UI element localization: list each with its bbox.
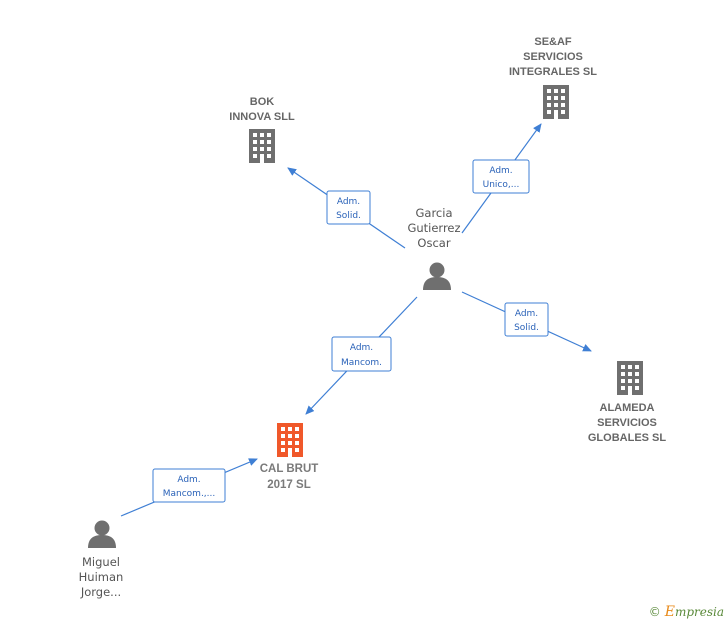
node-label-line: Miguel — [82, 555, 120, 569]
relation-label-line: Adm. — [177, 475, 200, 485]
node-label-line: 2017 SL — [267, 479, 310, 491]
relation-label-line: Mancom.,... — [163, 489, 216, 499]
node-label-line: GLOBALES SL — [588, 432, 667, 444]
relation-label-calbrut-miguel[interactable]: Adm. Mancom.,... — [152, 468, 226, 503]
node-label-line: Garcia — [416, 206, 453, 220]
brand-initial: E — [664, 604, 675, 620]
person-icon — [88, 520, 116, 548]
node-bok-innova[interactable]: BOK INNOVA SLL — [229, 96, 295, 163]
node-label-line: Jorge... — [80, 585, 121, 599]
node-label-line: INNOVA SLL — [229, 111, 295, 123]
relation-label-line: Unico,... — [483, 180, 520, 190]
node-miguel-huiman[interactable]: Miguel Huiman Jorge... — [79, 520, 124, 600]
relation-label-line: Mancom. — [341, 358, 382, 368]
node-label-line: SE&AF — [534, 36, 572, 48]
node-label-line: Gutierrez — [407, 221, 460, 235]
empresia-watermark[interactable]: ©Empresia — [649, 604, 724, 620]
relation-label-alameda[interactable]: Adm. Solid. — [504, 302, 549, 337]
building-icon — [249, 129, 275, 163]
brand-name: mpresia — [674, 605, 724, 619]
relation-label-line: Adm. — [515, 309, 538, 319]
node-label-line: INTEGRALES SL — [509, 66, 597, 78]
relation-label-bok[interactable]: Adm. Solid. — [326, 190, 371, 225]
node-label-line: Huiman — [79, 570, 124, 584]
node-label-line: SERVICIOS — [523, 51, 583, 63]
node-alameda-servicios[interactable]: ALAMEDA SERVICIOS GLOBALES SL — [588, 361, 667, 444]
building-icon — [543, 85, 569, 119]
node-seaf-servicios[interactable]: SE&AF SERVICIOS INTEGRALES SL — [509, 36, 597, 119]
relation-label-seaf[interactable]: Adm. Unico,... — [472, 159, 530, 194]
copyright-icon: © — [648, 605, 661, 619]
node-garcia-gutierrez[interactable]: Garcia Gutierrez Oscar — [407, 206, 461, 290]
relation-label-calbrut-garcia[interactable]: Adm. Mancom. — [331, 336, 392, 372]
node-label-line: ALAMEDA — [600, 402, 655, 414]
relation-label-line: Solid. — [514, 323, 539, 333]
person-icon — [423, 262, 451, 290]
node-label-line: Oscar — [417, 236, 450, 250]
relation-label-line: Adm. — [350, 343, 373, 353]
node-cal-brut[interactable]: CAL BRUT 2017 SL — [260, 423, 319, 491]
building-icon — [277, 423, 303, 457]
building-icon — [617, 361, 643, 395]
node-label-line: SERVICIOS — [597, 417, 657, 429]
relation-label-line: Adm. — [489, 166, 512, 176]
relation-label-line: Solid. — [336, 211, 361, 221]
node-label-line: BOK — [250, 96, 275, 108]
relation-label-line: Adm. — [337, 197, 360, 207]
node-label-line: CAL BRUT — [260, 463, 319, 475]
